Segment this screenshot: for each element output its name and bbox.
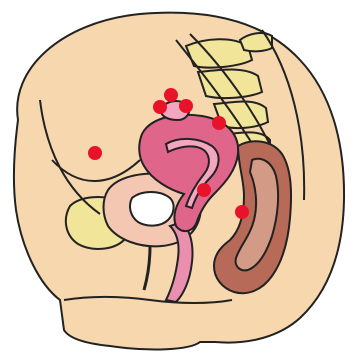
- bladder-lumen: [130, 192, 174, 226]
- marker-4-uterine-fundus-dot: [179, 99, 193, 113]
- marker-5-posterior-uterus-dot: [212, 116, 226, 130]
- marker-6-vesicouterine-pouch-dot: [197, 183, 211, 197]
- marker-3-ovary-dot: [153, 100, 167, 114]
- marker-7-rectovaginal-septum-dot: [235, 205, 249, 219]
- marker-2-fallopian-tube-dot: [164, 88, 178, 102]
- marker-1-peritoneum-anterior-dot: [88, 146, 102, 160]
